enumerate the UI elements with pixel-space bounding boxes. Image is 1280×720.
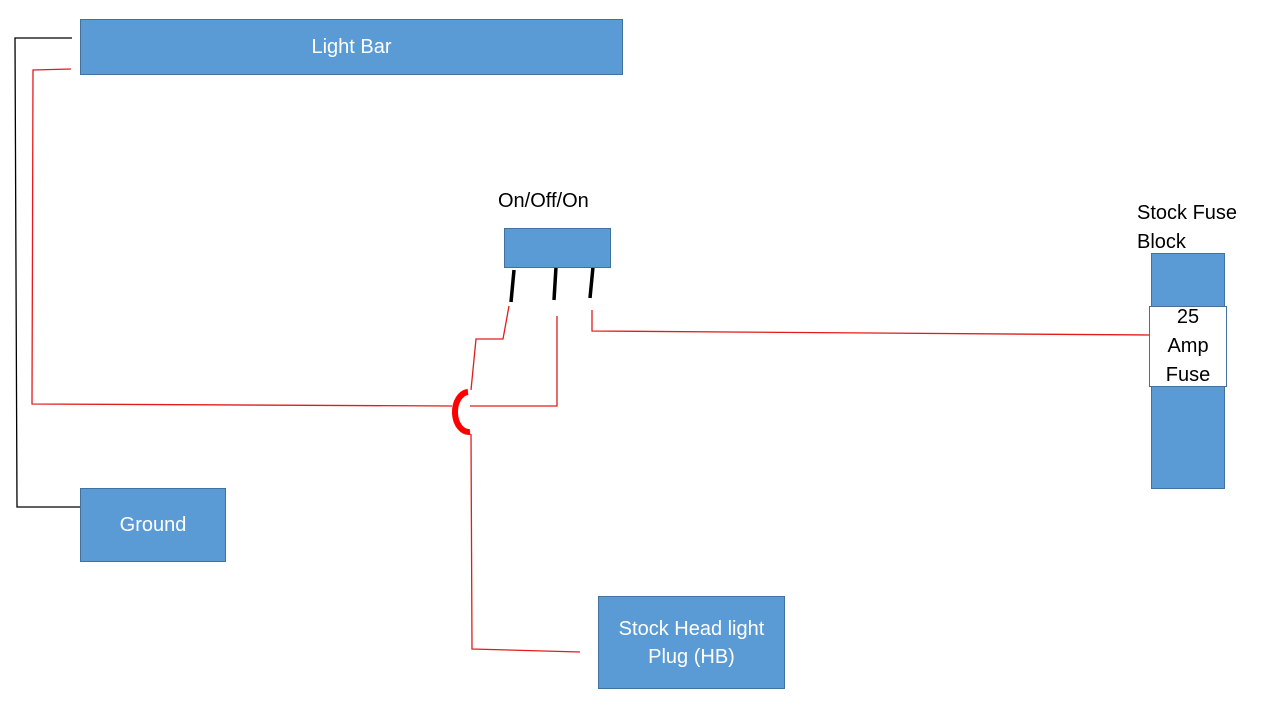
switch-middle-wire	[470, 316, 558, 407]
switch-terminal-middle	[552, 266, 558, 301]
ground-box: Ground	[80, 488, 226, 562]
switch-label: On/Off/On	[498, 190, 589, 212]
light-bar-box: Light Bar	[80, 19, 623, 75]
fuse-label-line2: Amp	[1167, 335, 1209, 357]
ground-label: Ground	[119, 514, 187, 536]
switch-box	[504, 228, 611, 268]
headlight-plug-wire	[470, 305, 510, 391]
headlight-plug-box: Stock Head light Plug (HB)	[598, 596, 785, 689]
light-bar-label: Light Bar	[311, 36, 392, 58]
fuse-block-label-line2: Block	[1137, 231, 1186, 253]
switch-terminal-right	[588, 266, 595, 299]
light-bar-power-wire	[31, 68, 453, 407]
fuse-wire	[591, 310, 1151, 336]
ground-wire	[14, 37, 80, 508]
headlight-plug-label-line1: Stock Head light	[618, 617, 765, 640]
headlight-plug-label-line2: Plug (HB)	[648, 645, 735, 668]
fuse-25-amp: 25 Amp Fuse	[1149, 306, 1227, 387]
fuse-label-line1: 25	[1176, 306, 1200, 328]
headlight-plug-wire-lower	[470, 433, 581, 653]
fuse-block-label-line1: Stock Fuse	[1137, 202, 1238, 224]
wire-crossover-hop	[451, 389, 471, 436]
fuse-label-line3: Fuse	[1165, 364, 1211, 386]
switch-terminal-left	[509, 269, 516, 303]
fuse-block-label: Stock Fuse Block	[1137, 199, 1237, 257]
